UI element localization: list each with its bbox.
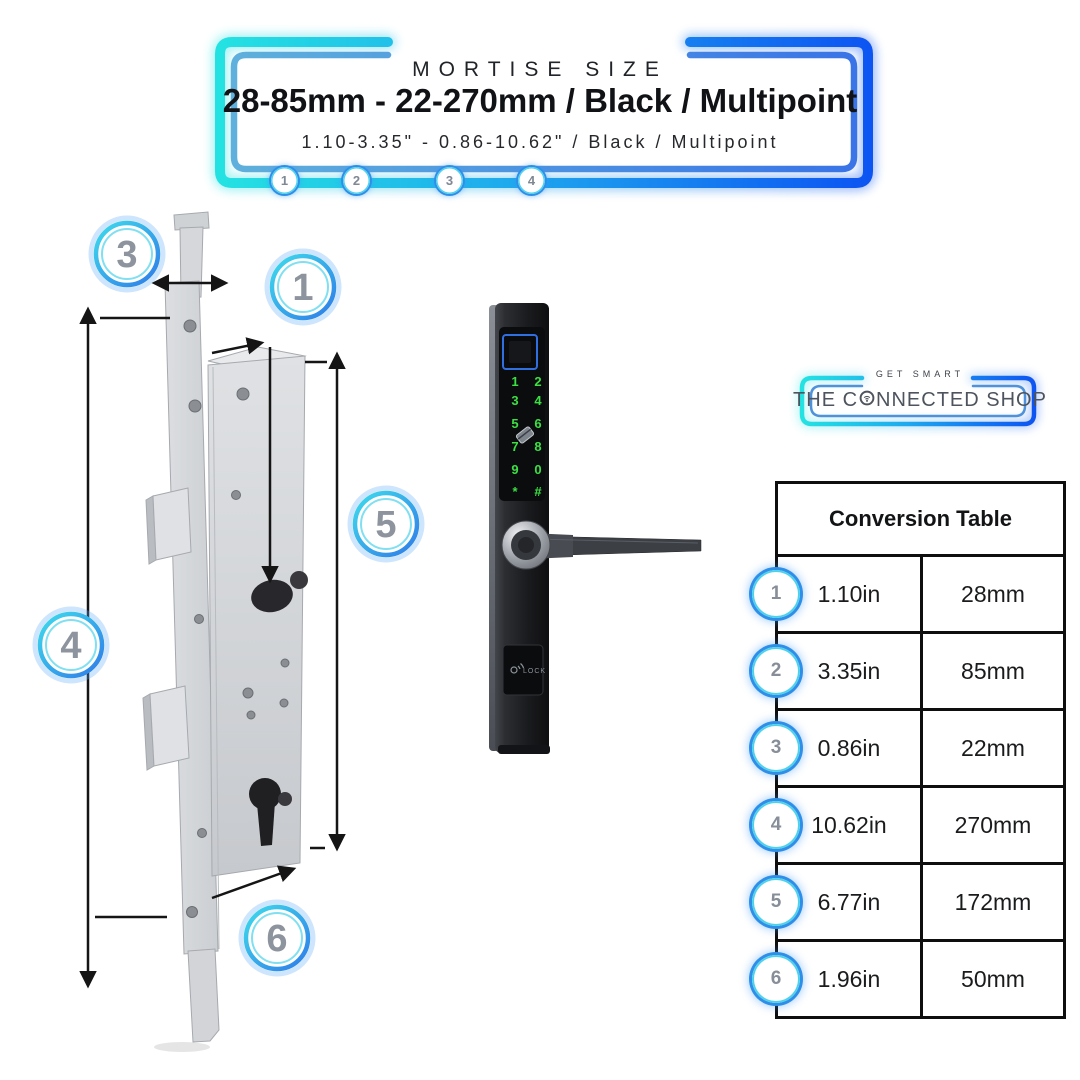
table-row: 3.35in 85mm xyxy=(778,631,1063,708)
callout-5: 5 xyxy=(347,485,425,563)
fingerprint-window xyxy=(509,341,531,363)
table-row: 1.10in 28mm xyxy=(778,554,1063,631)
keypad-panel xyxy=(499,327,545,501)
dim-depth-6 xyxy=(211,865,297,900)
table-row: 1.96in 50mm xyxy=(778,939,1063,1016)
mm-cell: 172mm xyxy=(954,888,1032,915)
inches-cell: 1.96in xyxy=(778,942,923,1016)
hook-latch-bottom xyxy=(149,685,190,767)
logo-neon-frame xyxy=(798,374,1038,428)
mm-cell: 28mm xyxy=(961,580,1025,607)
key-tap-icon xyxy=(510,663,525,674)
callout-3-number: 3 xyxy=(116,234,137,276)
key-3: 3 xyxy=(511,393,518,408)
handle-spindle xyxy=(518,537,534,553)
lock-body-base xyxy=(498,745,550,754)
bottom-shoot-bolt xyxy=(187,948,220,1043)
shoot-bolt-cap xyxy=(173,211,210,231)
spindle-hub xyxy=(251,571,308,613)
mm-cell: 85mm xyxy=(961,657,1025,684)
callout-5-number: 5 xyxy=(375,504,396,546)
size-metric-text: 28-85mm - 22-270mm / Black / Multipoint xyxy=(222,82,858,119)
table-row: 10.62in 270mm xyxy=(778,785,1063,862)
table-badge-6: 6 xyxy=(752,955,800,1003)
step-badge-3: 3 xyxy=(436,167,463,194)
key-0: 0 xyxy=(534,462,541,477)
table-badge-5: 5 xyxy=(752,878,800,926)
lock-case-front xyxy=(207,355,306,877)
step-badge-4: 4 xyxy=(518,167,545,194)
screw-holes xyxy=(183,319,290,918)
inches-cell: 6.77in xyxy=(778,865,923,939)
logo-name-post: NNECTED SHOP xyxy=(876,389,1047,411)
table-row: 6.77in 172mm xyxy=(778,862,1063,939)
ground-shadow xyxy=(154,1042,210,1052)
brand-logo: GET SMART THE C NNECTED SHOP xyxy=(793,356,1047,436)
callout-4: 4 xyxy=(32,606,110,684)
mm-cell: 50mm xyxy=(961,965,1025,992)
key-7: 7 xyxy=(511,439,518,454)
key-star: * xyxy=(512,484,518,499)
key-1: 1 xyxy=(511,374,518,389)
handle-highlight xyxy=(534,538,699,544)
table-row: 0.86in 22mm xyxy=(778,708,1063,785)
inches-cell: 0.86in xyxy=(778,711,923,785)
lock-bottom-panel xyxy=(502,644,544,696)
table-badge-1: 1 xyxy=(752,570,800,618)
key-hash: # xyxy=(534,484,542,499)
callout-4-number: 4 xyxy=(60,625,81,667)
logo-frame-inner xyxy=(809,384,1027,418)
mm-cell: 270mm xyxy=(954,811,1032,838)
conversion-table-title: Conversion Table xyxy=(829,506,1012,531)
logo-tagline: GET SMART xyxy=(875,369,965,379)
key-9: 9 xyxy=(511,462,518,477)
table-badge-3: 3 xyxy=(752,724,800,772)
size-imperial-text: 1.10-3.35" - 0.86-10.62" / Black / Multi… xyxy=(301,132,779,152)
callout-1-number: 1 xyxy=(292,267,313,309)
step-badge-2: 2 xyxy=(343,167,370,194)
diagram-callouts: 3 1 5 4 xyxy=(32,215,425,977)
lock-panel-label: LOCK xyxy=(523,668,546,675)
conversion-table: Conversion Table 1.10in 28mm 3.35in 85mm… xyxy=(752,481,1066,1019)
logo-name: THE C NNECTED SHOP xyxy=(793,389,1047,412)
faceplate-seam xyxy=(212,366,220,950)
callout-3: 3 xyxy=(88,215,166,293)
table-badge-2: 2 xyxy=(752,647,800,695)
frame-inner-border xyxy=(230,51,858,173)
header-title: MORTISE SIZE xyxy=(412,58,668,81)
table-badge-4: 4 xyxy=(752,801,800,849)
mortise-lock-diagram: 3 1 5 4 xyxy=(32,211,425,1052)
inches-cell: 1.10in xyxy=(778,557,923,631)
key-6: 6 xyxy=(534,416,541,431)
key-4: 4 xyxy=(534,393,542,408)
key-8: 8 xyxy=(534,439,541,454)
smart-lock-product: 1 2 3 4 5 6 7 8 9 0 * # LOCK xyxy=(489,303,702,754)
callout-6: 6 xyxy=(238,899,316,977)
card-icon xyxy=(515,426,535,444)
hook-latch-top xyxy=(152,487,192,561)
callout-6-number: 6 xyxy=(266,918,287,960)
logo-frame-outer xyxy=(799,375,1037,427)
callout-1: 1 xyxy=(264,248,342,326)
logo-name-pre: THE C xyxy=(793,389,859,411)
inches-cell: 3.35in xyxy=(778,634,923,708)
wifi-o-icon xyxy=(859,389,875,406)
mm-cell: 22mm xyxy=(961,734,1025,761)
dim-pointer-1 xyxy=(211,337,265,355)
cylinder-hole xyxy=(249,778,292,846)
header-banner: MORTISE SIZE 28-85mm - 22-270mm / Black … xyxy=(200,26,880,196)
step-badge-1: 1 xyxy=(271,167,298,194)
keypad-digits: 1 2 3 4 5 6 7 8 9 0 * # xyxy=(511,374,542,499)
key-2: 2 xyxy=(534,374,541,389)
inches-cell: 10.62in xyxy=(778,788,923,862)
key-5: 5 xyxy=(511,416,518,431)
